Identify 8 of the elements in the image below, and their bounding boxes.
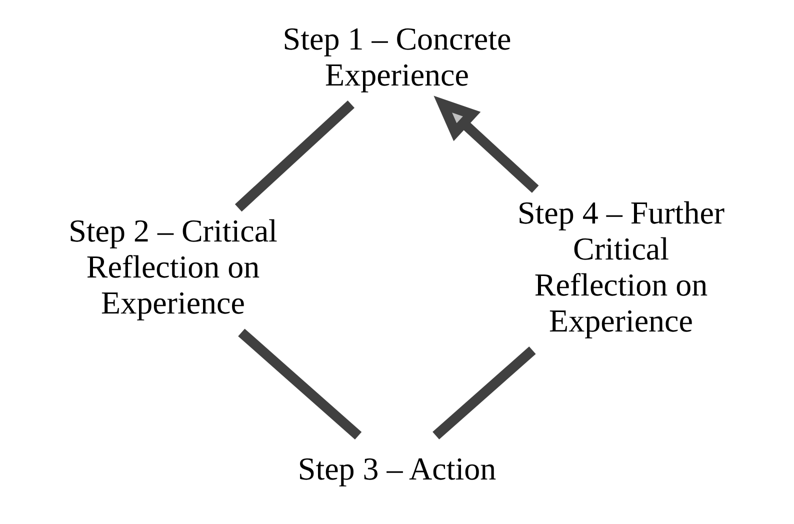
node-text: Step 1 – Concrete Experience: [282, 20, 511, 93]
arrow: [433, 96, 538, 193]
node-text: Step 2 – Critical Reflection on Experience: [68, 212, 277, 321]
node-text: Step 4 – Further Critical Reflection on Experience: [516, 194, 724, 339]
node-text: Step 3 – Action: [297, 450, 496, 487]
connector: [432, 346, 536, 440]
connector: [234, 100, 354, 212]
connector: [238, 328, 362, 440]
